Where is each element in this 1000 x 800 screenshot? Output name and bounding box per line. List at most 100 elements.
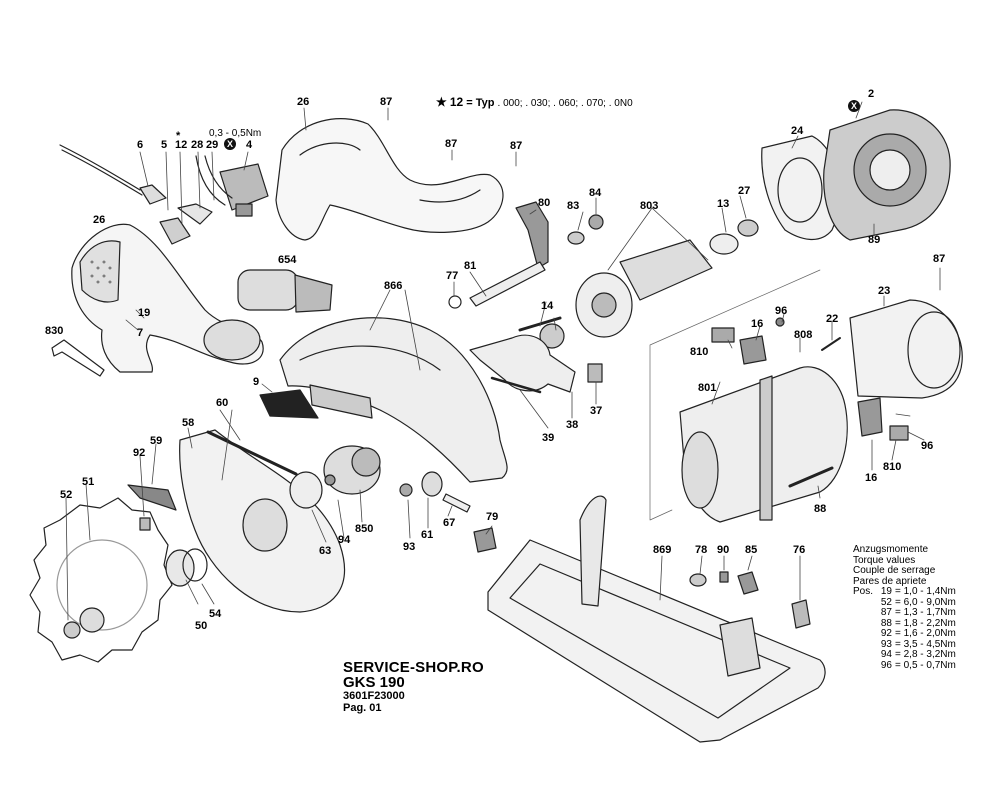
part-label-93: 93 [403,541,416,553]
part-label-89: 89 [868,234,881,246]
torque-table: Anzugsmomente Torque values Couple de se… [853,544,956,672]
torque-row: 96= 0,5 - 0,7Nm [853,659,956,672]
part-label-22: 22 [826,313,839,325]
variant-note: ★ 12 = Typ . 000; . 030; . 060; . 070; .… [436,95,633,109]
part-label-7: 7 [137,327,144,339]
part-label-80: 80 [538,197,551,209]
torque-heading-de: Anzugsmomente [853,544,929,555]
brush-holder-parts [711,317,909,441]
torque-pos: 87 [880,607,892,618]
part-label-76: 76 [793,544,806,556]
part-label-92: 92 [133,447,146,459]
torque-row: 87= 1,3 - 1,7Nm [853,607,956,619]
torque-row: 92= 1,6 - 2,0Nm [853,628,956,640]
base-plate [487,495,826,743]
armature [518,219,759,349]
gearbox-parts [289,445,471,513]
part-label-810: 810 [690,346,709,358]
torque-value: = 2,8 - 3,2Nm [895,649,956,660]
saw-blade [29,497,173,663]
torque-pos: 94 [880,649,892,660]
switch-assembly [159,155,269,245]
part-label-67: 67 [443,517,456,529]
torque-pos: 19 [880,586,892,597]
label-plate [259,389,319,419]
brand-name: SERVICE-SHOP.RO [343,659,484,676]
variant-note-typ: = Typ [466,97,495,109]
part-label-58: 58 [182,417,195,429]
part-label-96: 96 [921,440,934,452]
part-label-96: 96 [775,305,788,317]
part-label-16: 16 [751,318,764,330]
part-label-869: 869 [653,544,672,556]
lock-button [237,269,333,313]
part-label-26: 26 [297,96,310,108]
x-marker-icon: X [224,138,236,150]
handle-housing-left [71,223,264,373]
guard-lever [127,484,177,531]
handle-housing-top [275,118,504,241]
torque-value: = 6,0 - 9,0Nm [895,596,956,608]
motor-housing [679,366,848,523]
torque-pos: 52 [880,596,892,608]
part-label-19: 19 [138,307,151,319]
part-label-50: 50 [195,620,208,632]
part-label-87: 87 [380,96,393,108]
part-label-808: 808 [794,329,813,341]
part-label-87: 87 [445,138,458,150]
part-label-78: 78 [695,544,708,556]
field-coil [823,109,951,241]
rear-cover [849,299,963,399]
torque-value: = 3,5 - 4,5Nm [895,638,956,650]
part-label-88: 88 [814,503,827,515]
part-label-23: 23 [878,285,891,297]
part-label-52: 52 [60,489,73,501]
base-small-parts [473,527,811,629]
torque-value: = 1,3 - 1,7Nm [895,607,956,618]
torque-pos: 96 [880,659,892,671]
bearing-bracket [469,334,603,394]
torque-value: = 1,8 - 2,2Nm [895,617,956,629]
long-screw [788,466,834,488]
part-label-37: 37 [590,405,603,417]
part-label-801: 801 [698,382,717,394]
part-label-27: 27 [738,185,751,197]
spindle [448,261,546,309]
torque-row: Pos.19= 1,0 - 1,4Nm [853,586,956,598]
part-label-60: 60 [216,397,229,409]
part-label-12-star: * [176,130,181,142]
lower-guard [179,429,346,613]
torque-pos: 88 [880,617,892,629]
part-label-94: 94 [338,534,351,546]
part-label-6: 6 [137,139,144,151]
part-label-13: 13 [717,198,730,210]
part-label-24: 24 [791,125,804,137]
part-label-830: 830 [45,325,64,337]
part-label-12: 12 [175,139,188,151]
leader-lines [65,101,941,621]
part-label-2: 2 [868,88,875,100]
blade-flange-parts [63,548,208,639]
hex-key [51,339,105,377]
part-label-83: 83 [567,200,580,212]
part-label-28: 28 [191,139,204,151]
group-line [649,269,821,521]
torque-value: = 0,5 - 0,7Nm [895,659,956,671]
diagram-footer: SERVICE-SHOP.RO GKS 190 3601F23000 Pag. … [343,660,484,714]
blade-guard [279,317,508,483]
part-label-14: 14 [541,300,554,312]
torque-row: 52= 6,0 - 9,0Nm [853,596,956,609]
part-label-61: 61 [421,529,434,541]
part-label-810: 810 [883,461,902,473]
part-label-850: 850 [355,523,374,535]
x-marker-icon: X [848,100,860,112]
page-number: Pag. 01 [343,702,382,714]
torque-value: = 1,6 - 2,0Nm [895,628,956,639]
part-label-26: 26 [93,214,106,226]
power-cord [59,144,167,205]
part-label-87: 87 [933,253,946,265]
part-label-85: 85 [745,544,758,556]
torque-row: 93= 3,5 - 4,5Nm [853,638,956,651]
